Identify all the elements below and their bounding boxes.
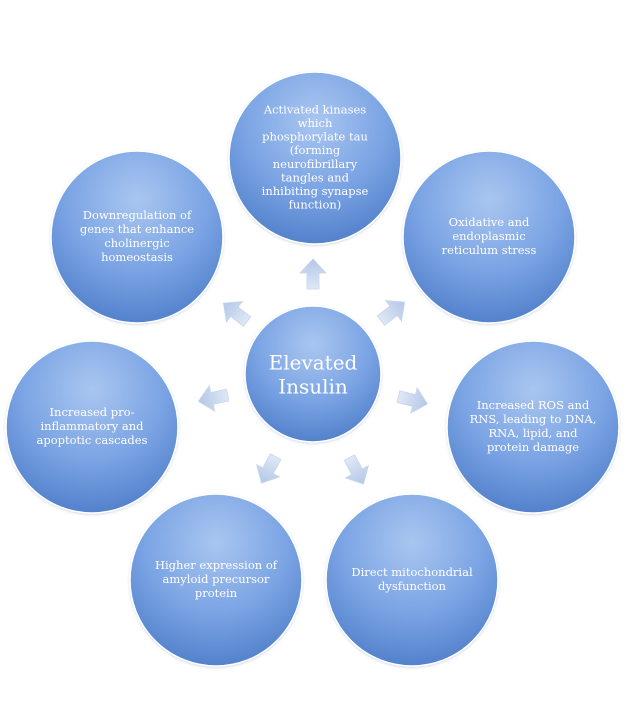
node-er-stress-label-line: endoplasmic bbox=[452, 229, 525, 243]
node-ros-rns-label-line: RNS, leading to DNA, bbox=[470, 412, 597, 426]
node-cholinergic-label-line: homeostasis bbox=[101, 250, 173, 264]
node-tau-kinases-label-line: function) bbox=[289, 198, 342, 212]
arrow-to-ros-rns bbox=[396, 386, 429, 414]
node-amyloid-label-line: protein bbox=[195, 586, 238, 600]
node-inflammatory-label-line: apoptotic cascades bbox=[36, 433, 147, 447]
node-mitochondrial-label-line: Direct mitochondrial bbox=[351, 565, 473, 579]
node-cholinergic-circle bbox=[50, 150, 224, 324]
node-tau-kinases-label-line: inhibiting synapse bbox=[262, 184, 369, 198]
node-er-stress-circle bbox=[402, 150, 576, 324]
node-ros-rns-label-line: RNA, lipid, and bbox=[488, 426, 578, 440]
node-amyloid-label-line: amyloid precursor bbox=[163, 572, 270, 586]
node-mitochondrial-label-line: dysfunction bbox=[378, 579, 446, 593]
node-amyloid-circle bbox=[129, 493, 303, 667]
node-inflammatory-label-line: inflammatory and bbox=[40, 419, 144, 433]
node-er-stress-label-line: Oxidative and bbox=[449, 215, 530, 229]
node-ros-rns-label-line: Increased ROS and bbox=[477, 398, 590, 412]
node-tau-kinases-label-line: (forming bbox=[290, 143, 341, 157]
node-tau-kinases-label-line: tangles and bbox=[281, 170, 350, 184]
node-tau-kinases-label-line: phosphorylate tau bbox=[262, 130, 368, 144]
arrow-to-tau-kinases bbox=[299, 258, 327, 290]
node-tau-kinases-label-line: which bbox=[298, 116, 333, 130]
node-cholinergic-label-line: cholinergic bbox=[104, 236, 169, 250]
node-cholinergic-label-line: Downregulation of bbox=[83, 208, 192, 222]
center-node-circle bbox=[244, 305, 382, 443]
center-node-label-line: Elevated bbox=[269, 351, 358, 375]
node-tau-kinases-circle bbox=[228, 71, 402, 245]
node-inflammatory-circle bbox=[5, 340, 179, 514]
node-inflammatory-label-line: Increased pro- bbox=[50, 405, 135, 419]
arrow-to-mitochondrial bbox=[343, 454, 370, 485]
node-amyloid-label-line: Higher expression of bbox=[155, 558, 278, 572]
node-tau-kinases-label-line: Activated kinases bbox=[263, 102, 366, 116]
node-ros-rns-label-line: protein damage bbox=[487, 440, 579, 454]
arrow-to-er-stress bbox=[376, 300, 406, 326]
node-ros-rns-circle bbox=[446, 340, 620, 514]
arrows-layer bbox=[197, 258, 429, 485]
node-cholinergic-label-line: genes that enhance bbox=[80, 222, 194, 236]
node-er-stress-label-line: reticulum stress bbox=[442, 243, 537, 257]
arrow-to-amyloid bbox=[255, 453, 282, 484]
arrow-to-inflammatory bbox=[197, 384, 230, 412]
center-node-label-line: Insulin bbox=[278, 375, 348, 399]
node-tau-kinases-label-line: neurofibrillary bbox=[273, 157, 358, 171]
node-mitochondrial-circle bbox=[325, 493, 499, 667]
arrow-to-cholinergic bbox=[222, 301, 252, 327]
